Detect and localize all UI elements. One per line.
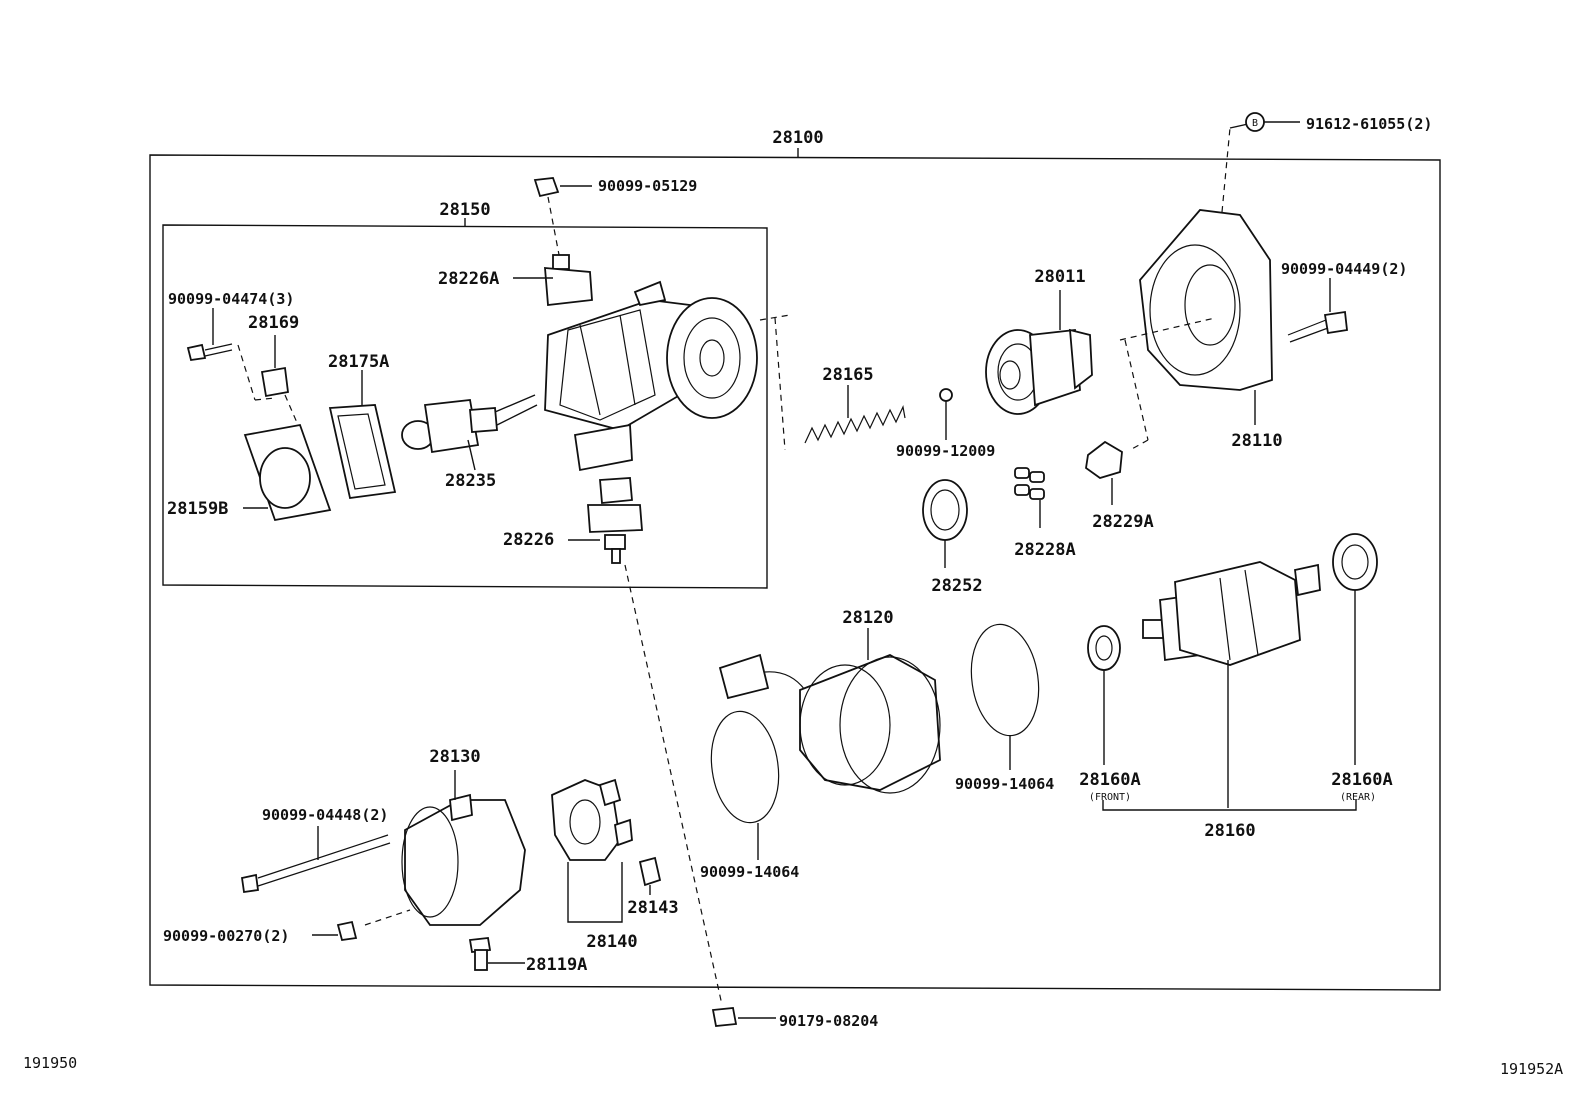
label-28119a: 28119A — [526, 955, 587, 975]
label-28228a: 28228A — [1014, 540, 1075, 560]
label-28130: 28130 — [429, 747, 480, 767]
label-28160a-rear: 28160A — [1331, 770, 1392, 790]
bearing-28160a-front — [1087, 625, 1121, 765]
label-28110: 28110 — [1231, 431, 1282, 451]
label-28011: 28011 — [1034, 267, 1085, 287]
label-91612-61055: 91612-61055(2) — [1306, 115, 1432, 133]
nut-90179-08204 — [711, 1007, 776, 1027]
clip-28169 — [260, 335, 299, 426]
o-ring-90099-14064-right — [970, 623, 1040, 770]
bolt-90099-04474 — [186, 308, 276, 401]
terminal-28226a — [513, 254, 593, 306]
plunger-28235 — [401, 394, 538, 471]
armature-28160 — [1142, 561, 1321, 808]
ball-90099-12009 — [939, 388, 953, 440]
retainer-28229a — [1085, 440, 1123, 505]
label-28235: 28235 — [445, 471, 496, 491]
assembly-frame — [149, 148, 1441, 991]
label-90099-04449: 90099-04449(2) — [1281, 260, 1407, 278]
rollers-28228a — [1014, 467, 1045, 528]
label-28150: 28150 — [439, 200, 490, 220]
terminal-28226 — [568, 477, 723, 1006]
label-90099-04448: 90099-04448(2) — [262, 806, 388, 824]
label-90179-08204: 90179-08204 — [779, 1012, 878, 1030]
footer-right-code: 191952A — [1500, 1060, 1563, 1078]
cover-28159b — [243, 423, 332, 522]
label-28160a-front: 28160A — [1079, 770, 1140, 790]
label-28175a: 28175A — [328, 352, 389, 372]
label-90099-00270: 90099-00270(2) — [163, 927, 289, 945]
label-28169: 28169 — [248, 313, 299, 333]
label-28159b: 28159B — [167, 499, 228, 519]
magnetic-switch-housing — [544, 280, 791, 472]
label-90099-14064-right: 90099-14064 — [955, 775, 1054, 793]
armature-bracket — [1102, 800, 1357, 811]
label-28140: 28140 — [586, 932, 637, 952]
label-28120: 28120 — [842, 608, 893, 628]
screw-90099-00270 — [312, 920, 358, 942]
subassembly-frame — [162, 218, 768, 589]
label-90099-05129: 90099-05129 — [598, 177, 697, 195]
brush-plate-28140 — [551, 778, 633, 923]
yoke-28120 — [718, 628, 941, 794]
housing-28110 — [1119, 123, 1273, 451]
brush-28143 — [638, 856, 662, 895]
label-90099-04474: 90099-04474(3) — [168, 290, 294, 308]
bolt-90099-04449 — [1287, 278, 1348, 343]
screw-90099-05129 — [533, 177, 592, 261]
callout-b: B — [1245, 112, 1300, 132]
label-rear-note: (REAR) — [1340, 792, 1376, 803]
brush-holder-28130 — [364, 770, 526, 926]
o-ring-90099-14064-left — [710, 710, 780, 860]
label-28252: 28252 — [931, 576, 982, 596]
label-28165: 28165 — [822, 365, 873, 385]
label-90099-12009: 90099-12009 — [896, 442, 995, 460]
label-28160: 28160 — [1204, 821, 1255, 841]
label-front-note: (FRONT) — [1089, 792, 1131, 803]
label-28229a: 28229A — [1092, 512, 1153, 532]
grommet-28119a — [468, 937, 525, 971]
bearing-28160a-rear — [1332, 533, 1378, 765]
label-28143: 28143 — [627, 898, 678, 918]
gear-28252 — [922, 479, 968, 568]
label-28226a: 28226A — [438, 269, 499, 289]
label-28100: 28100 — [772, 128, 823, 148]
label-28226: 28226 — [503, 530, 554, 550]
gasket-28175a — [328, 370, 397, 500]
callout-b-letter: B — [1252, 118, 1258, 129]
footer-left-code: 191950 — [23, 1054, 77, 1072]
through-bolt-90099-04448 — [240, 826, 391, 894]
label-90099-14064-left: 90099-14064 — [700, 863, 799, 881]
clutch-28011 — [985, 290, 1093, 415]
spring-28165 — [804, 385, 906, 444]
